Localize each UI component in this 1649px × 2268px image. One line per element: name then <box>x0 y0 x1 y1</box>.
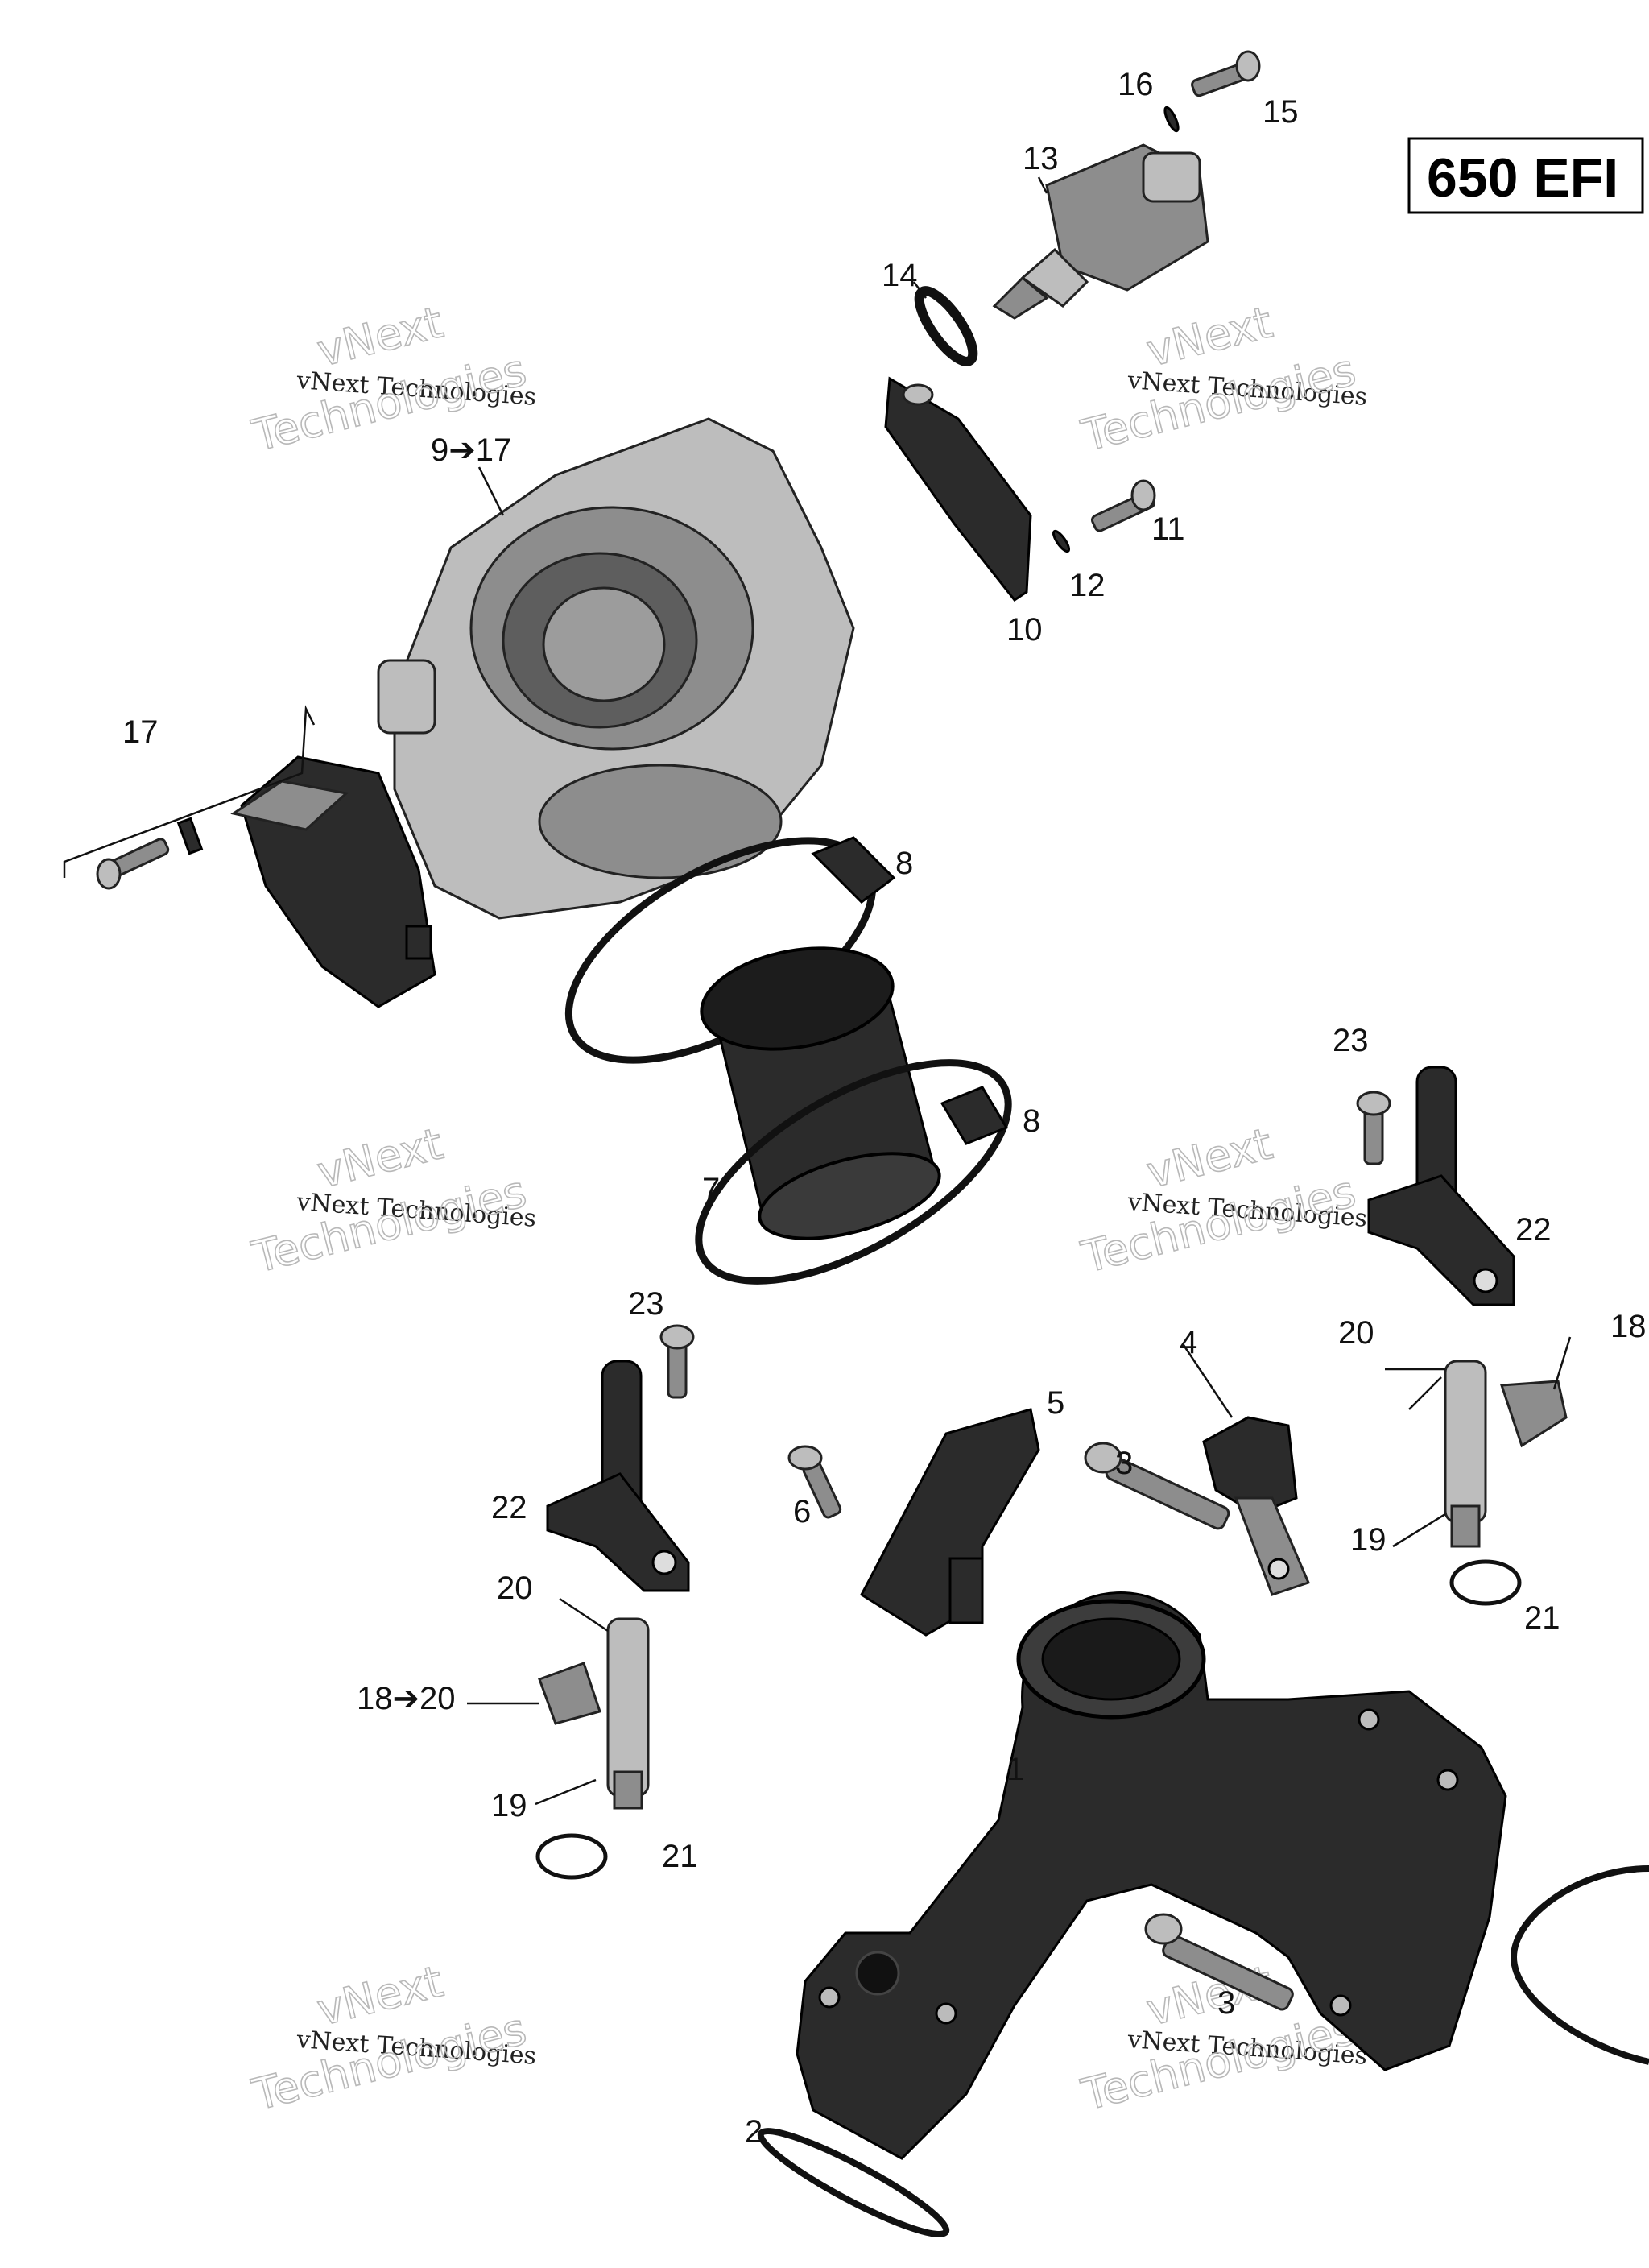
callout-23a: 23 <box>628 1286 664 1322</box>
leader-lines <box>467 176 1572 1806</box>
map-sensor-part-5 <box>860 1408 1040 1637</box>
gasket-part-2 <box>757 2127 950 2238</box>
intake-adapter-part-7 <box>700 946 941 1240</box>
bracket-17 <box>63 705 316 878</box>
svg-text:Technologies: Technologies <box>1077 345 1361 461</box>
callout-8b: 8 <box>1023 1103 1040 1139</box>
svg-text:vNext: vNext <box>1142 296 1277 376</box>
callout-7: 7 <box>702 1172 720 1207</box>
watermark-bottom-left: vNext vNext Technologies Technologies <box>246 1956 537 2121</box>
svg-text:vNext: vNext <box>312 1956 448 2035</box>
washer-part-16 <box>1163 106 1180 133</box>
callout-11: 11 <box>1151 511 1185 547</box>
throttle-body-part-9 <box>377 417 855 920</box>
callout-19a: 19 <box>491 1788 527 1823</box>
o-ring-part-21-right <box>1449 1559 1522 1606</box>
callout-1: 1 <box>1006 1752 1024 1787</box>
callout-3b: 3 <box>1217 1985 1235 2021</box>
callout-18a: 18➔20 <box>357 1681 456 1716</box>
watermark-mid-left: vNext vNext Technologies Technologies <box>246 1118 537 1284</box>
injector-part-19-left <box>538 1617 650 1810</box>
o-ring-part-21-left <box>535 1833 608 1880</box>
callout-15: 15 <box>1263 94 1299 130</box>
callout-22a: 22 <box>491 1490 527 1525</box>
intake-manifold-part-1 <box>796 1591 1507 2160</box>
callout-20a: 20 <box>497 1571 533 1606</box>
callout-9: 9➔17 <box>431 432 511 468</box>
callout-labels: 1 2 3 3 4 5 6 7 8 8 9➔17 10 11 12 13 14 … <box>122 67 1647 2150</box>
washer-part-12 <box>1052 529 1071 553</box>
svg-text:Technologies: Technologies <box>247 1166 531 1283</box>
callout-12: 12 <box>1069 568 1106 603</box>
callout-10: 10 <box>1006 612 1043 648</box>
bracket-part-4 <box>1202 1416 1311 1596</box>
bolt-part-6 <box>787 1445 842 1519</box>
o-ring-part-14 <box>914 286 978 366</box>
watermark-top-right: vNext vNext Technologies Technologies <box>1076 296 1368 462</box>
injector-part-19-right <box>1444 1360 1568 1548</box>
svg-text:Technologies: Technologies <box>1077 2004 1361 2121</box>
idle-air-valve-part-13 <box>992 143 1209 320</box>
callout-21a: 21 <box>662 1839 698 1874</box>
callout-23b: 23 <box>1333 1023 1369 1058</box>
watermark-line1: vNext <box>312 296 448 376</box>
callout-19b: 19 <box>1350 1522 1387 1558</box>
svg-text:vNext: vNext <box>312 1118 448 1198</box>
spacer-part-17 <box>176 817 204 855</box>
svg-text:Technologies: Technologies <box>247 2004 531 2121</box>
adapter-plate-part-10 <box>884 376 1032 602</box>
model-badge-label: 650 EFI <box>1427 147 1618 209</box>
screw-part-11 <box>1090 479 1156 532</box>
callout-17: 17 <box>122 714 159 750</box>
svg-text:Technologies: Technologies <box>1077 1166 1361 1283</box>
bolt-part-23-left <box>659 1324 695 1399</box>
watermark-mid-right: vNext vNext Technologies Technologies <box>1076 1118 1368 1284</box>
bolt-part-3-lower <box>1144 1913 1294 2011</box>
callout-16: 16 <box>1118 67 1154 102</box>
bolt-part-3-upper <box>1084 1442 1230 1530</box>
bolt-part-23-right <box>1356 1091 1391 1165</box>
partial-gasket-edge <box>1510 1865 1649 2065</box>
fuel-rail-part-22-left <box>546 1360 690 1592</box>
callout-13: 13 <box>1023 141 1059 176</box>
clamp-part-8-lower <box>695 1059 1012 1285</box>
callout-5: 5 <box>1047 1385 1064 1421</box>
svg-text:vNext: vNext <box>1142 1118 1277 1198</box>
callout-4: 4 <box>1180 1325 1197 1360</box>
fuel-rail-part-22-right <box>1367 1066 1515 1306</box>
callout-6: 6 <box>793 1494 811 1529</box>
callout-18b: 18 <box>1610 1309 1647 1344</box>
callout-22b: 22 <box>1515 1212 1552 1248</box>
callout-3a: 3 <box>1115 1446 1133 1481</box>
callout-2: 2 <box>745 2114 763 2150</box>
model-badge: 650 EFI <box>1407 137 1644 214</box>
callout-8a: 8 <box>895 846 913 881</box>
screw-part-17 <box>96 838 170 890</box>
callout-21b: 21 <box>1524 1600 1560 1636</box>
throttle-sensor-part-17 <box>230 755 436 1008</box>
callout-14: 14 <box>882 258 918 293</box>
callout-20b: 20 <box>1338 1315 1374 1351</box>
screw-part-15 <box>1191 50 1261 97</box>
